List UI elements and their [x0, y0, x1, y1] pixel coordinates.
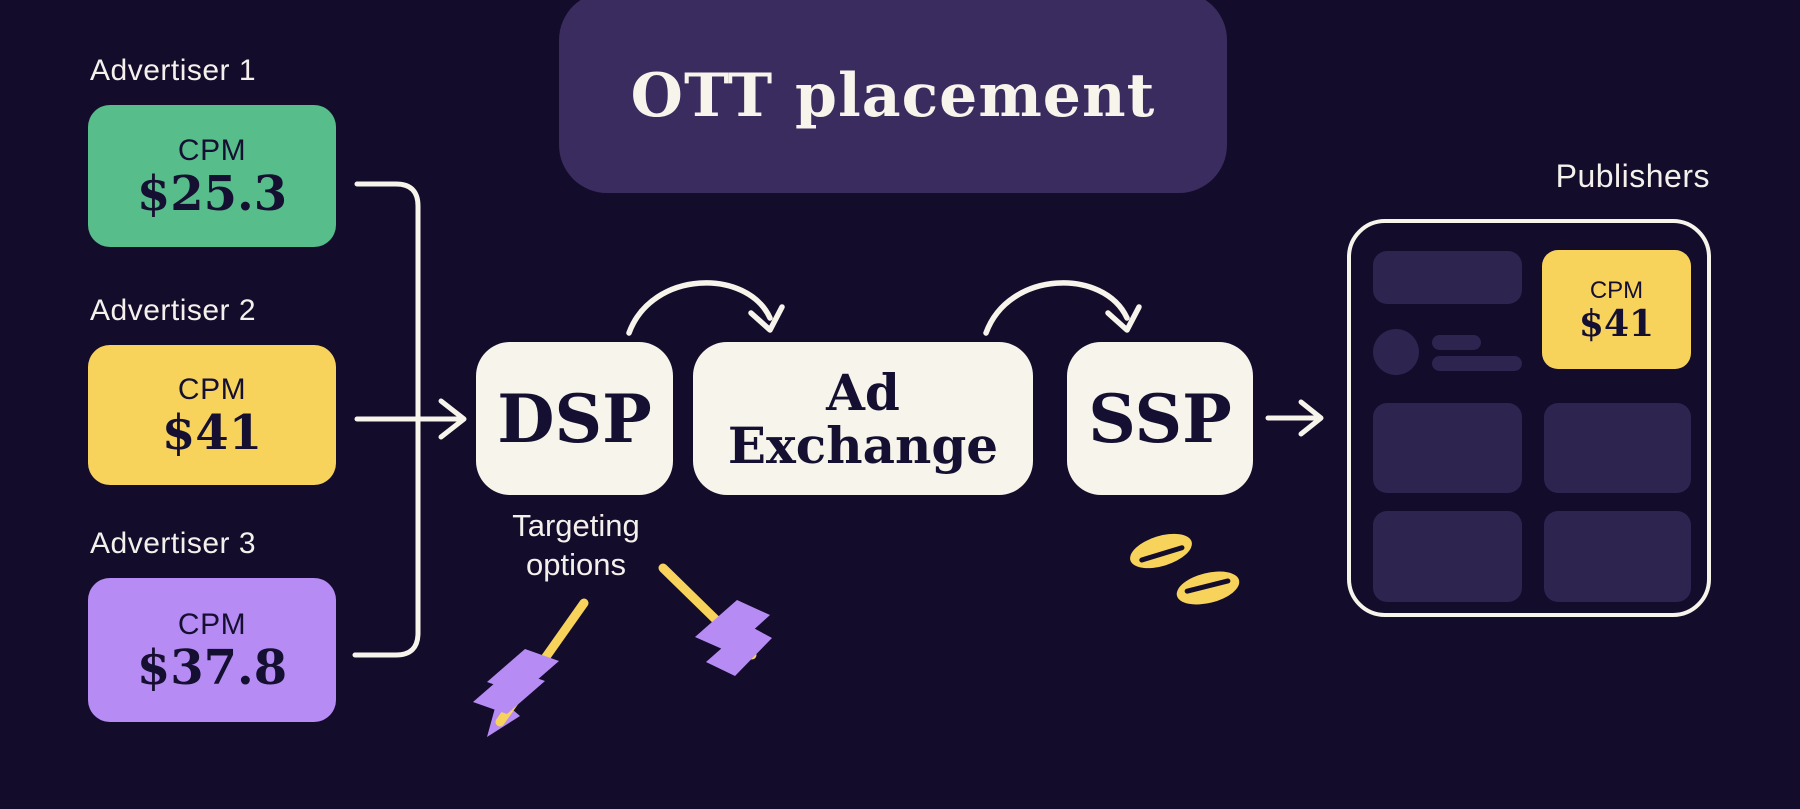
cpm-label: CPM — [177, 608, 247, 641]
ssp-box: SSP — [1067, 342, 1253, 495]
ad-exchange-box: Ad Exchange — [693, 342, 1033, 495]
cpm-value: $41 — [161, 405, 263, 461]
page-title: OTT placement — [630, 60, 1156, 131]
right-arrow-icon — [1265, 399, 1324, 437]
publisher-text-placeholder — [1432, 335, 1481, 350]
publisher-content-tile — [1544, 403, 1691, 493]
publishers-panel: CPM $41 — [1347, 219, 1711, 617]
curved-arrow-icon — [983, 280, 1142, 336]
advertiser-2-card: CPM $41 — [88, 345, 336, 485]
ad-exchange-label: Ad Exchange — [727, 362, 999, 475]
bracket-and-right-arrow-icon — [352, 181, 467, 658]
cpm-value: $41 — [1578, 303, 1655, 345]
dsp-box: DSP — [476, 342, 673, 495]
cpm-label: CPM — [1589, 277, 1644, 304]
cpm-label: CPM — [177, 373, 247, 406]
publisher-content-tile — [1544, 511, 1691, 602]
advertiser-3-card: CPM $37.8 — [88, 578, 336, 722]
cpm-value: $25.3 — [136, 166, 288, 222]
advertiser-1-card: CPM $25.3 — [88, 105, 336, 247]
dart-arrow-icon — [658, 563, 772, 676]
dart-arrow-icon — [473, 598, 589, 737]
curved-arrow-icon — [626, 280, 785, 336]
publisher-avatar-placeholder — [1373, 329, 1419, 375]
publisher-content-tile — [1373, 251, 1522, 304]
ssp-label: SSP — [1088, 379, 1232, 458]
cpm-label: CPM — [177, 134, 247, 167]
publisher-content-tile — [1373, 403, 1522, 493]
targeting-options-note: Targeting options — [512, 508, 640, 582]
publishers-label: Publishers — [1555, 158, 1710, 194]
publisher-ad-slot: CPM $41 — [1542, 250, 1691, 369]
cpm-value: $37.8 — [136, 640, 288, 696]
advertiser-3-label: Advertiser 3 — [90, 527, 257, 560]
publisher-content-tile — [1373, 511, 1522, 602]
dsp-label: DSP — [497, 379, 652, 458]
advertiser-1-label: Advertiser 1 — [90, 54, 257, 87]
advertiser-2-label: Advertiser 2 — [90, 294, 257, 327]
title-panel: OTT placement — [559, 0, 1227, 193]
publisher-text-placeholder — [1432, 356, 1522, 371]
coins-icon — [1130, 533, 1240, 605]
